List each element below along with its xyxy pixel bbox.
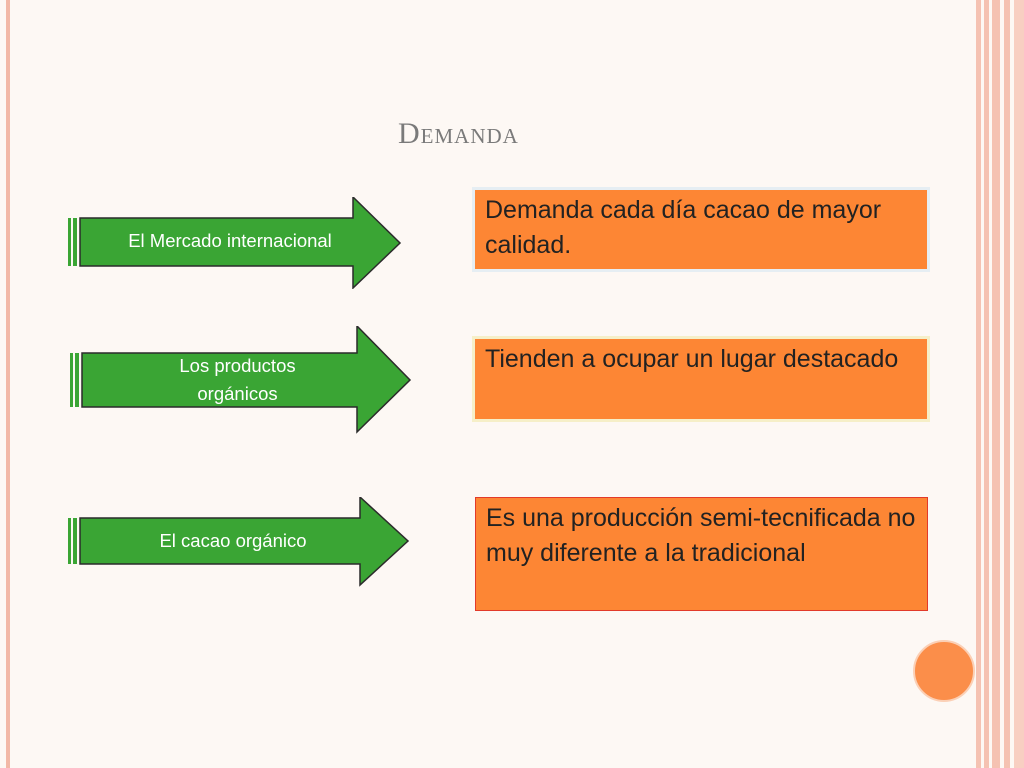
- arrow-label: El Mercado internacional: [128, 230, 332, 251]
- arrow-cacao-organico: El cacao orgánico: [68, 497, 410, 587]
- box-demanda-calidad: Demanda cada día cacao de mayor calidad.: [475, 190, 927, 269]
- slide-title: Demanda: [398, 117, 519, 150]
- box-produccion-semi-tecnificada: Es una producción semi-tecnificada no mu…: [475, 497, 928, 611]
- right-border-stripes: [974, 0, 1024, 768]
- arrow-label: Los productos orgánicos: [179, 355, 296, 404]
- arrow-label: El cacao orgánico: [159, 530, 307, 551]
- right-arrow-shape-icon: [68, 497, 410, 587]
- right-arrow-shape-icon: [70, 326, 412, 434]
- left-border-stripe: [6, 0, 10, 768]
- decorative-circle-icon: [913, 640, 975, 702]
- arrow-productos-organicos: Los productos orgánicos: [70, 326, 412, 434]
- arrow-mercado-internacional: El Mercado internacional: [68, 197, 402, 289]
- right-arrow-shape-icon: [68, 197, 402, 289]
- box-lugar-destacado: Tienden a ocupar un lugar destacado: [475, 339, 927, 419]
